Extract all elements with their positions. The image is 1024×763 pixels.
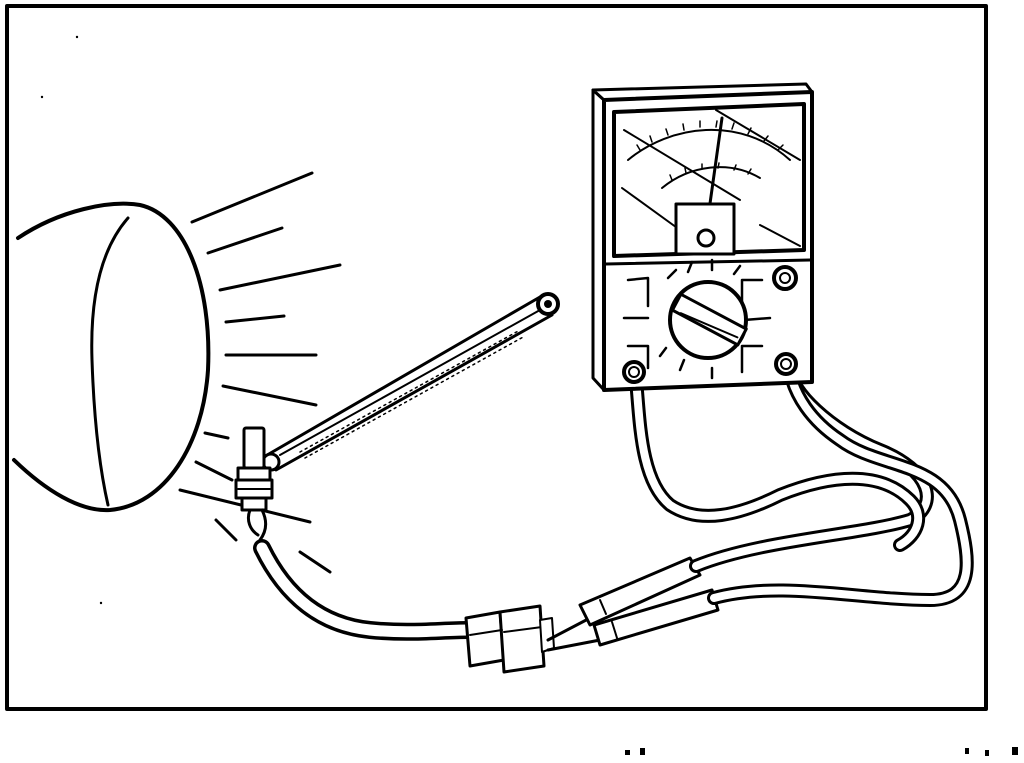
test-lead-icon — [629, 363, 974, 607]
illustration-frame — [5, 4, 988, 711]
input-jack-right — [774, 352, 798, 376]
zero-adjust-screw-icon — [696, 228, 716, 248]
selector-knob-icon — [668, 280, 748, 360]
meter-window — [612, 102, 806, 258]
connector-plug-icon — [464, 604, 555, 674]
input-jack-left — [622, 360, 646, 384]
sensor-icon — [234, 426, 274, 542]
test-lead-probe-a — [546, 556, 702, 642]
probe-rod-icon — [260, 292, 560, 472]
meter-scale-ticks — [636, 120, 784, 181]
test-lead-probe-b — [546, 588, 720, 652]
sensor-cable — [253, 539, 477, 641]
heat-lamp-icon — [12, 201, 211, 513]
print-specks — [40, 35, 1018, 756]
meter-scale-lower — [661, 166, 761, 189]
analog-multimeter-icon — [591, 82, 814, 392]
range-markings — [622, 258, 772, 380]
meter-scale-upper — [627, 129, 791, 161]
